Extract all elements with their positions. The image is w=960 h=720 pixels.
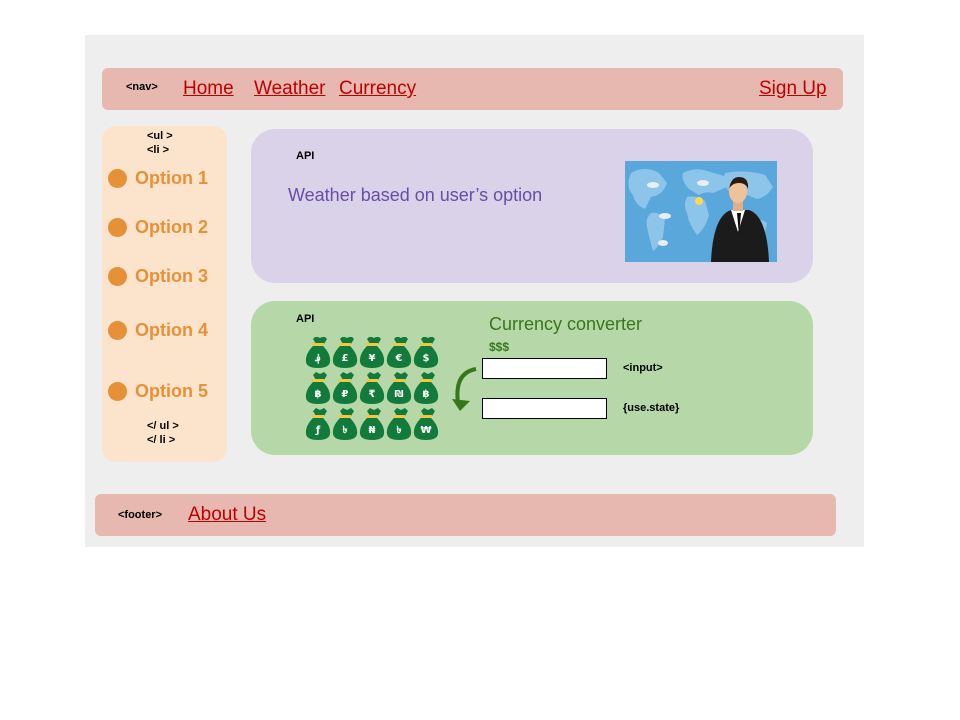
svg-text:¥: ¥	[369, 353, 376, 364]
sidebar-option-5[interactable]: Option 5	[108, 381, 208, 402]
sidebar-option-4[interactable]: Option 4	[108, 320, 208, 341]
svg-text:₩: ₩	[420, 425, 431, 436]
currency-panel: API ؋ £ ¥ € $ ฿ ₽ ₹ ₪ ฿ ƒ ৳ ₦ ৳ ₩ Currency converter $…	[251, 301, 813, 455]
li-open-label: <li >	[147, 144, 170, 156]
currency-api-label: API	[296, 313, 315, 325]
svg-text:฿: ฿	[315, 389, 322, 400]
curved-arrow-icon	[452, 367, 477, 411]
money-bag-icon: ৳	[386, 408, 412, 440]
sidebar-option-label: Option 5	[135, 381, 208, 401]
sidebar-option-label: Option 4	[135, 320, 208, 340]
bullet-icon	[108, 267, 127, 286]
money-bag-icon: ₹	[359, 372, 385, 404]
weather-api-label: API	[296, 150, 315, 162]
svg-text:£: £	[342, 353, 349, 364]
nav-tag-label: <nav>	[126, 81, 158, 93]
ul-open-label: <ul >	[147, 130, 173, 142]
footer-link-about[interactable]: About Us	[188, 504, 267, 525]
svg-text:₦: ₦	[369, 425, 376, 436]
sidebar-option-3[interactable]: Option 3	[108, 266, 208, 287]
money-bag-icon: ₪	[386, 372, 412, 404]
money-bag-icon: £	[332, 337, 358, 368]
money-bag-icon: €	[386, 337, 412, 368]
nav-link-home[interactable]: Home	[183, 78, 234, 99]
bullet-icon	[108, 321, 127, 340]
currency-converter-title: Currency converter	[489, 314, 643, 334]
money-bag-icon: $	[413, 337, 439, 368]
currency-input-to[interactable]	[482, 398, 607, 419]
money-bag-icon: ₦	[359, 408, 385, 440]
nav-link-weather[interactable]: Weather	[254, 78, 326, 99]
svg-text:ƒ: ƒ	[315, 425, 321, 436]
money-bag-icon: ¥	[359, 337, 385, 368]
svg-text:৳: ৳	[397, 425, 402, 436]
sidebar-option-label: Option 1	[135, 168, 208, 188]
weather-panel: API Weather based on user’s option	[251, 129, 813, 283]
sidebar: <ul > <li > Option 1 Option 2 Option 3 O…	[102, 126, 227, 462]
weather-title: Weather based on user’s option	[288, 185, 543, 205]
money-bags-icon: ؋ £ ¥ € $ ฿ ₽ ₹ ₪ ฿ ƒ ৳ ₦ ৳ ₩	[305, 337, 439, 440]
currency-input-from[interactable]	[482, 358, 607, 379]
navbar: <nav> Home Weather Currency Sign Up	[102, 68, 843, 110]
bullet-icon	[108, 218, 127, 237]
nav-link-currency[interactable]: Currency	[339, 78, 417, 99]
sidebar-option-1[interactable]: Option 1	[108, 168, 208, 189]
footer-tag-label: <footer>	[118, 509, 163, 521]
bullet-icon	[108, 169, 127, 188]
money-bag-icon: ৳	[332, 408, 358, 440]
money-bag-icon: ₩	[413, 408, 439, 440]
input-note-label: <input>	[623, 362, 663, 374]
money-bag-icon: ؋	[305, 337, 331, 368]
nav-link-signup[interactable]: Sign Up	[759, 78, 827, 99]
sidebar-option-label: Option 3	[135, 266, 208, 286]
svg-text:₹: ₹	[369, 389, 376, 400]
svg-text:₪: ₪	[394, 389, 403, 400]
sidebar-option-2[interactable]: Option 2	[108, 217, 208, 238]
li-close-label: </ li >	[147, 434, 176, 446]
money-bag-icon: ƒ	[305, 408, 331, 440]
state-note-label: {use.state}	[623, 402, 680, 414]
svg-text:€: €	[395, 353, 403, 364]
money-bag-icon: ฿	[413, 372, 439, 404]
svg-text:$: $	[423, 353, 430, 364]
svg-text:৳: ৳	[343, 425, 348, 436]
footer: <footer> About Us	[95, 494, 836, 536]
svg-text:؋: ؋	[314, 353, 321, 364]
currency-symbol-label: $$$	[489, 340, 510, 354]
money-bag-icon: ₽	[332, 372, 358, 404]
ul-close-label: </ ul >	[147, 420, 179, 432]
svg-text:₽: ₽	[342, 389, 349, 400]
weather-forecaster-image	[625, 161, 777, 262]
sidebar-option-label: Option 2	[135, 217, 208, 237]
money-bag-icon: ฿	[305, 372, 331, 404]
bullet-icon	[108, 382, 127, 401]
svg-text:฿: ฿	[423, 389, 430, 400]
